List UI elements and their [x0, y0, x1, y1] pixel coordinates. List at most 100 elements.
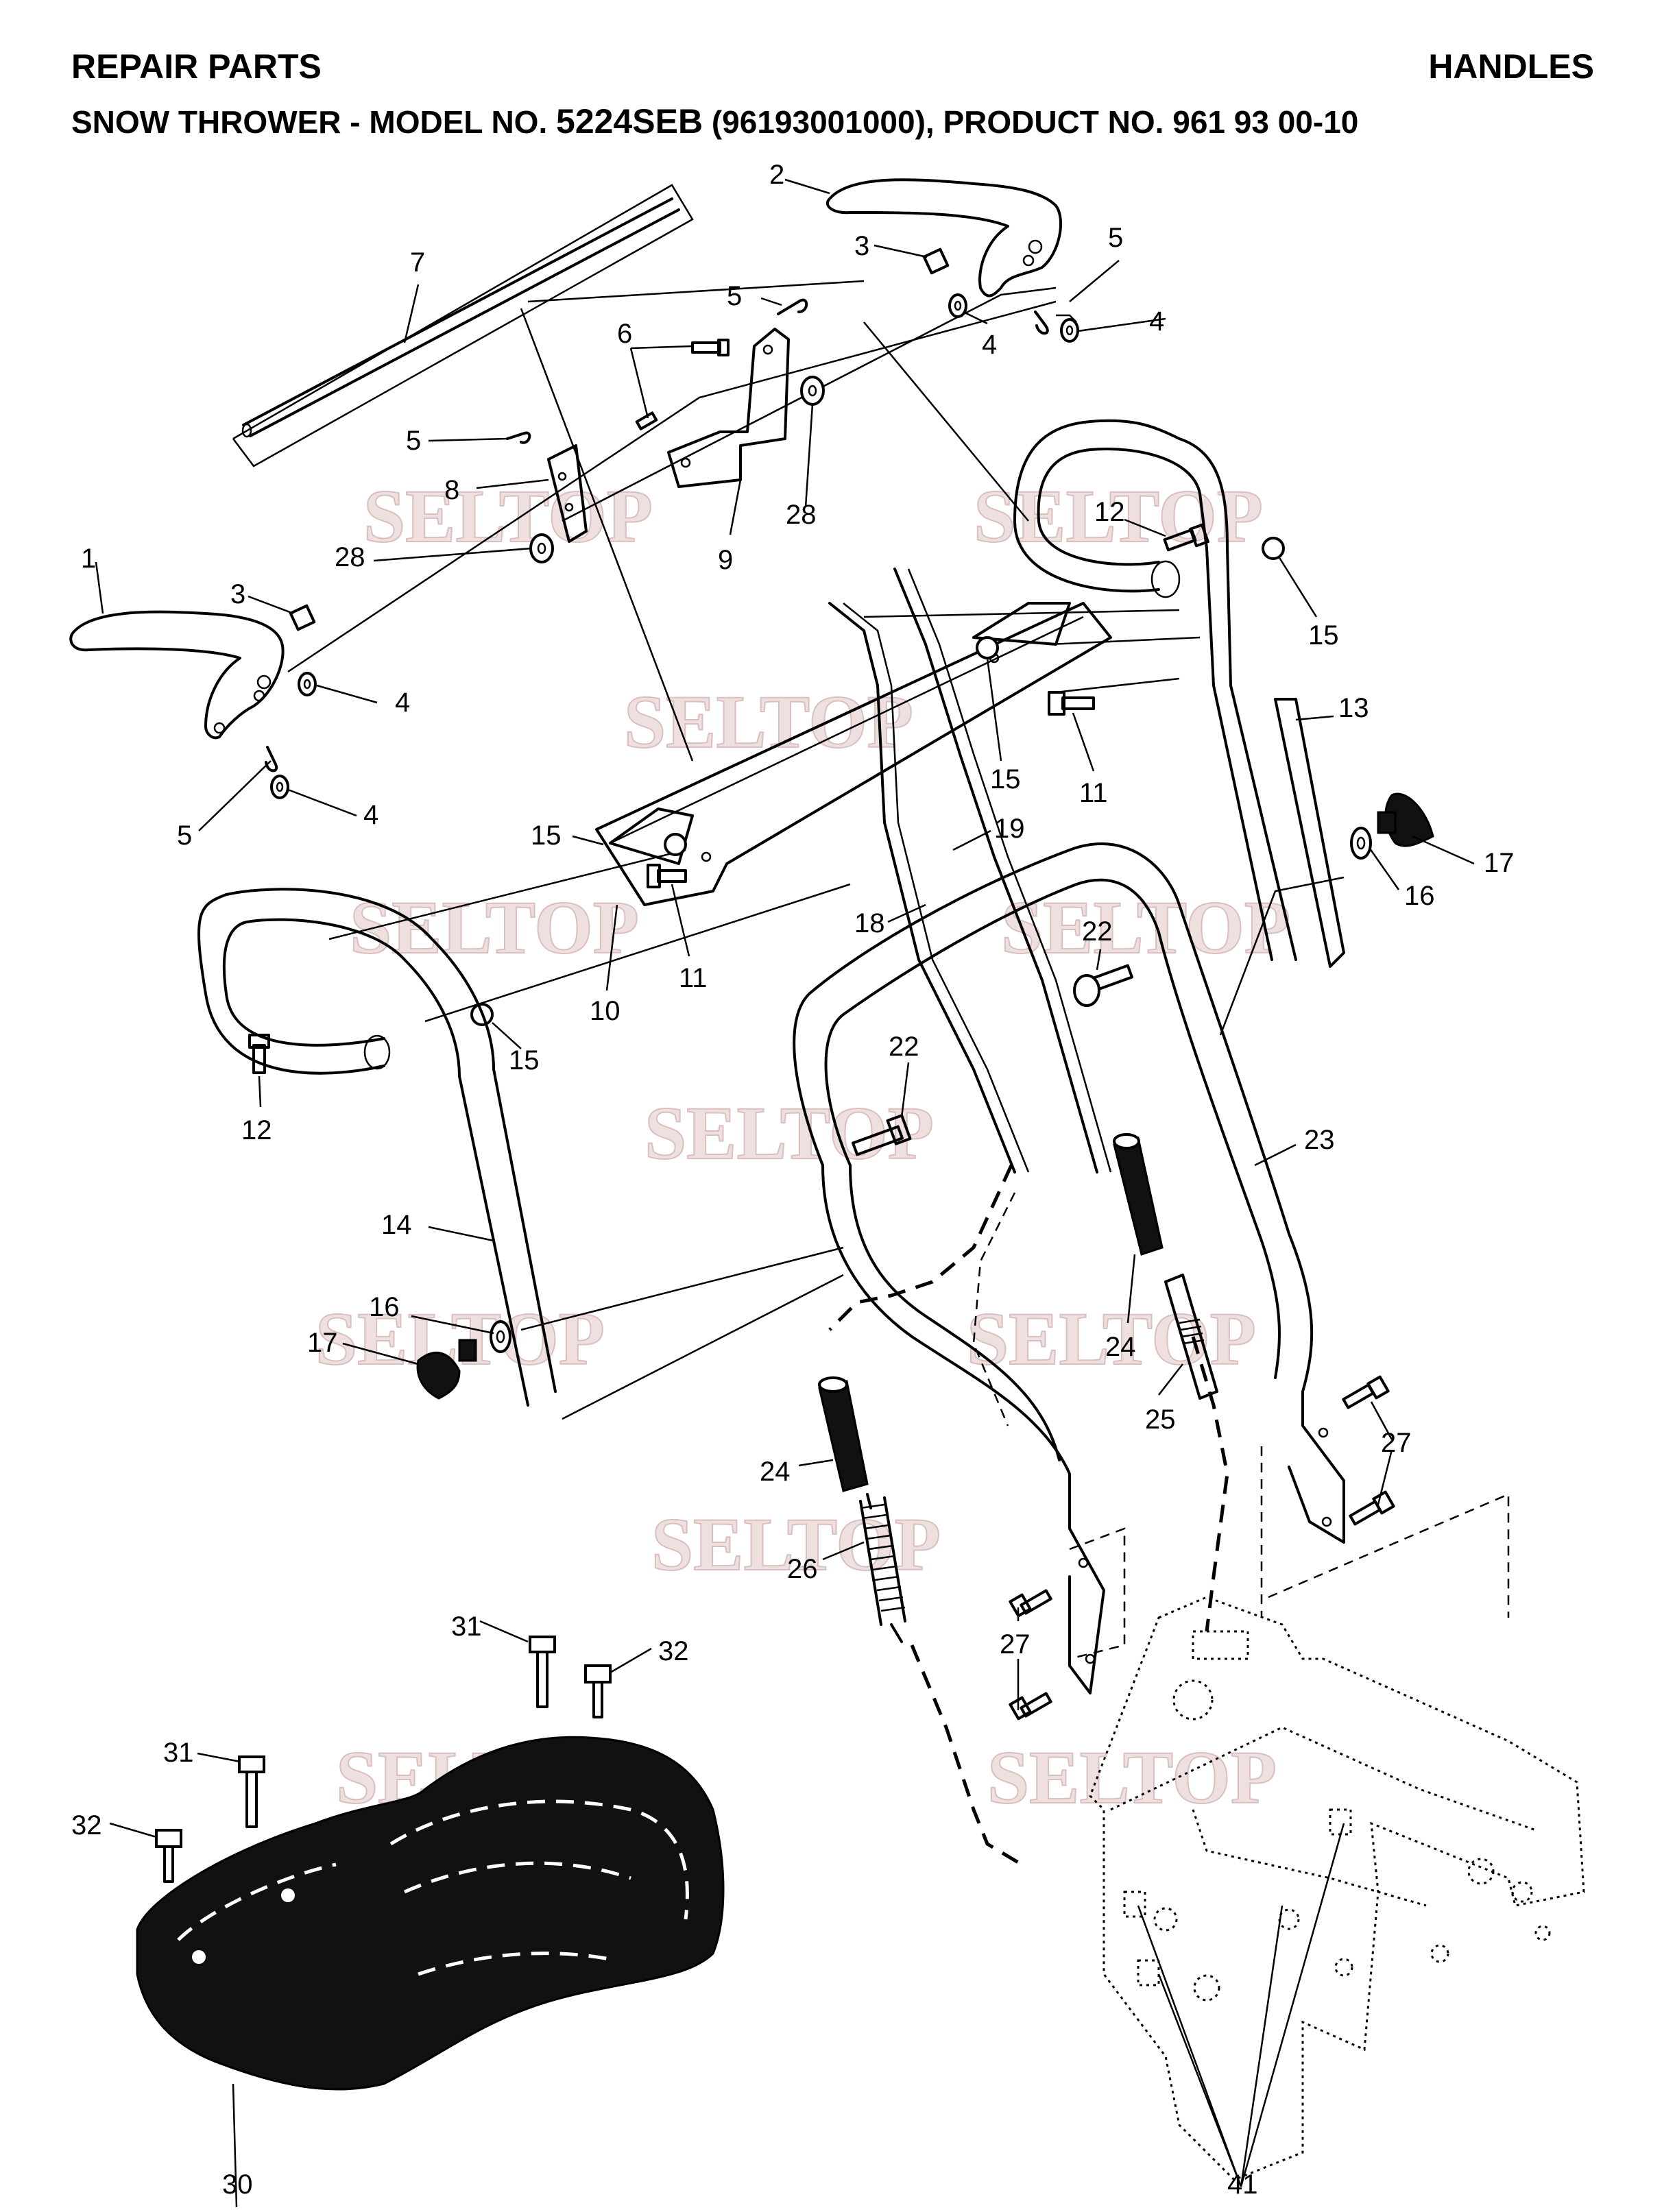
part-22-bolt — [1073, 964, 1133, 1007]
callout-3: 3 — [854, 231, 869, 261]
callout-13: 13 — [1338, 693, 1369, 723]
callout-5: 5 — [406, 426, 421, 456]
callout-4: 4 — [363, 800, 378, 830]
part-27-bolt — [1349, 1490, 1395, 1526]
part-6-bolt — [691, 339, 730, 356]
section-title: REPAIR PARTS — [71, 47, 322, 86]
callout-17: 17 — [307, 1328, 338, 1358]
callout-18: 18 — [854, 908, 885, 938]
callout-22: 22 — [889, 1032, 919, 1062]
callout-4: 4 — [395, 688, 410, 718]
callout-15: 15 — [531, 821, 562, 851]
part-4-washer — [948, 293, 967, 318]
part-2-grip — [826, 178, 1062, 297]
part-30-cover — [136, 1736, 725, 2091]
callout-16: 16 — [1404, 881, 1435, 911]
part-24-sleeve — [1113, 1133, 1164, 1256]
callout-17: 17 — [1484, 848, 1515, 878]
watermark: SELTOP — [315, 1297, 605, 1381]
leader-lines — [95, 178, 1475, 2208]
part-4-washer — [1060, 318, 1079, 343]
part-10-cross-tube — [595, 602, 1112, 906]
callout-4: 4 — [1149, 306, 1164, 337]
part-26-spring — [859, 1493, 906, 1643]
callout-27: 27 — [1381, 1428, 1412, 1458]
part-28-washer — [800, 376, 825, 406]
part-27-bolt — [1009, 1692, 1052, 1721]
part-27-bolt — [1009, 1589, 1052, 1618]
callout-15: 15 — [990, 764, 1021, 794]
part-11-bolt — [647, 864, 687, 888]
category-title: HANDLES — [1428, 47, 1594, 86]
callout-32: 32 — [658, 1636, 689, 1666]
subtitle-suffix: (96193001000), PRODUCT NO. 961 93 00-10 — [703, 104, 1359, 140]
part-5-hairpin — [777, 298, 808, 315]
part-24-sleeve — [818, 1376, 869, 1492]
callout-5: 5 — [177, 821, 192, 851]
callout-9: 9 — [718, 545, 733, 575]
callout-1: 1 — [81, 544, 96, 574]
callout-6: 6 — [617, 319, 632, 349]
housing-outline — [1089, 1596, 1585, 2181]
part-31-bolt — [529, 1636, 556, 1708]
callout-28: 28 — [335, 542, 365, 572]
part-17-knob — [416, 1339, 477, 1400]
callout-32: 32 — [71, 1810, 102, 1840]
part-15-locknut — [664, 833, 687, 856]
part-5-hairpin — [1034, 311, 1049, 335]
callout-24: 24 — [760, 1457, 791, 1487]
part-12-bolt — [1163, 523, 1209, 552]
callout-11: 11 — [1079, 778, 1108, 808]
callout-24: 24 — [1105, 1332, 1136, 1362]
callout-3: 3 — [230, 579, 245, 609]
part-19-rod — [893, 568, 1112, 1174]
part-16-washer — [490, 1320, 511, 1353]
part-31-bolt — [238, 1755, 265, 1828]
part-13-right-handle — [1013, 419, 1345, 968]
callout-5: 5 — [727, 281, 742, 311]
watermark: SELTOP — [350, 886, 639, 969]
callout-27: 27 — [1000, 1629, 1031, 1660]
part-4-washer — [270, 775, 289, 799]
watermark: SELTOP — [967, 1297, 1256, 1381]
callout-15: 15 — [1308, 620, 1339, 651]
callout-41: 41 — [1227, 2170, 1258, 2200]
watermark: SELTOP — [974, 474, 1263, 558]
part-28-washer — [529, 533, 554, 563]
callout-16: 16 — [369, 1292, 400, 1322]
callout-4: 4 — [982, 330, 997, 360]
watermark: SELTOP — [363, 474, 653, 558]
part-27-bolt — [1342, 1375, 1390, 1409]
part-32-bolt — [155, 1829, 182, 1883]
part-32-bolt — [584, 1664, 612, 1718]
callout-12: 12 — [241, 1115, 272, 1145]
part-15-locknut — [1262, 537, 1285, 560]
part-15-locknut — [976, 636, 999, 659]
part-3-nut — [922, 247, 950, 275]
part-5-hairpin — [506, 431, 531, 444]
watermark: SELTOP — [644, 1091, 934, 1175]
callout-7: 7 — [410, 247, 425, 278]
part-16-washer — [1350, 827, 1372, 860]
callout-labels: 2 3 5 5 4 4 7 6 5 8 9 28 28 1 3 4 5 4 12… — [71, 160, 1515, 2200]
callout-25: 25 — [1145, 1405, 1176, 1435]
callout-26: 26 — [787, 1554, 818, 1584]
callout-14: 14 — [381, 1210, 412, 1240]
part-6-bolt — [635, 411, 658, 430]
callout-22: 22 — [1082, 916, 1113, 947]
part-22-bolt — [852, 1114, 912, 1156]
part-7-shaft — [241, 197, 680, 438]
callout-15: 15 — [509, 1045, 540, 1075]
part-8-plate — [547, 444, 588, 543]
part-18-rod — [828, 602, 1030, 1174]
part-4-washer — [298, 672, 317, 696]
assembly-guide-lines — [232, 184, 1510, 1867]
watermark: SELTOP — [987, 1736, 1277, 1819]
callout-23: 23 — [1304, 1125, 1335, 1155]
part-12-bolt — [248, 1034, 270, 1074]
part-25-spring — [1164, 1274, 1218, 1400]
model-subtitle: SNOW THROWER - MODEL NO. 5224SEB (961930… — [71, 104, 1358, 138]
callout-31: 31 — [163, 1738, 194, 1768]
part-3-nut — [289, 604, 316, 631]
